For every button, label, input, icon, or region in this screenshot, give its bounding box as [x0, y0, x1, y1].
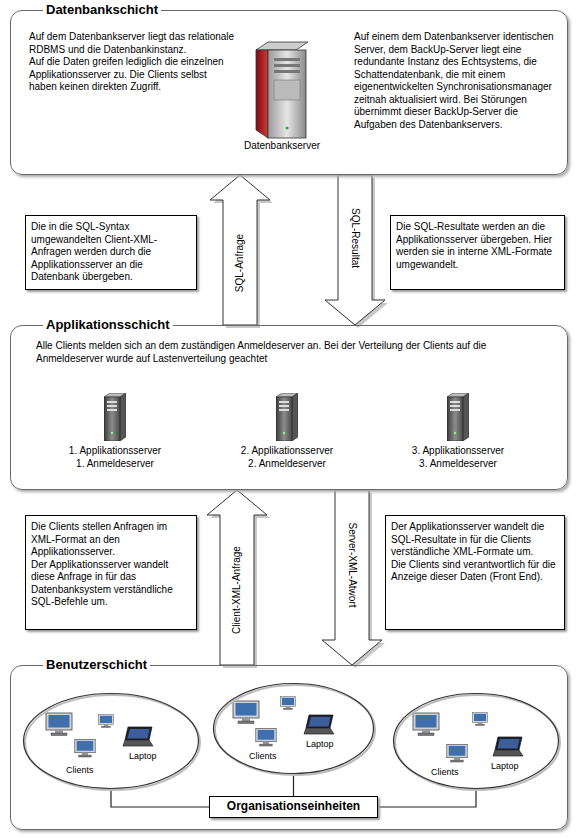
block-arrow [210, 175, 273, 328]
organisation-ellipse: Clients Laptop [21, 691, 201, 791]
device-label: Clients [431, 767, 459, 778]
device-label: Clients [249, 751, 277, 762]
ellipse-shape [394, 694, 559, 789]
text-column: Die Clients stellen Anfragen im XML-Form… [31, 521, 191, 609]
desktop-icon [46, 713, 72, 736]
arrow-body [322, 490, 382, 665]
body-text: Die SQL-Resultate werden an die Applikat… [396, 221, 559, 271]
text-column: Auf dem Datenbankserver liegt das relati… [29, 31, 237, 94]
server-name: 3. Applikationsserver [412, 445, 504, 457]
circle-shape [286, 127, 289, 130]
body-text: Der Applikationsserver wandelt die SQL-R… [391, 521, 559, 559]
device-label: Laptop [306, 739, 334, 750]
server-caption: Datenbankserver [244, 140, 320, 152]
body-text: Die in die SQL-Syntax umgewandelten Clie… [31, 221, 191, 284]
layer-heading: Applikationsschicht [43, 317, 173, 332]
layer-panel: BenutzerschichtClientsLaptopClientsLapto… [10, 665, 568, 830]
desktop-icon [413, 713, 439, 736]
body-text: Auf die Daten greifen lediglich die einz… [29, 56, 237, 94]
text-column: Laptop [306, 739, 334, 750]
organisation-ellipse: Clients Laptop [211, 681, 376, 776]
server-name: 1. Applikationsserver [69, 445, 161, 457]
layer-heading: Datenbankschicht [43, 2, 161, 17]
server-name: 3. Anmeldeserver [419, 458, 497, 470]
text-column: Alle Clients melden sich an dem zuständi… [36, 340, 551, 365]
text-column: Clients [431, 767, 459, 778]
connector-line [378, 791, 476, 807]
layer-heading: Benutzerschicht [43, 657, 150, 672]
arrow-label: Server-XML-Atwort [346, 520, 358, 609]
laptop-icon [493, 737, 523, 756]
body-text: Auf dem Datenbankserver liegt das relati… [29, 31, 237, 56]
ellipse-shape [24, 694, 199, 789]
text-column: Laptop [129, 751, 157, 762]
arrow-body [325, 175, 385, 325]
text-column: Der Applikationsserver wandelt die SQL-R… [391, 521, 559, 584]
note-box: Die Clients stellen Anfragen im XML-Form… [25, 515, 197, 630]
body-text: Die Clients stellen Anfragen im XML-Form… [31, 521, 191, 559]
text-column: Die SQL-Resultate werden an die Applikat… [396, 221, 559, 271]
connector-line [111, 791, 209, 807]
text-column: Laptop [491, 761, 519, 772]
desktop-icon [256, 728, 276, 746]
arrow-body [207, 490, 267, 665]
arrow-label: Client-XML-Anfrage [231, 544, 243, 636]
arrow-label: SQL-Resultat [349, 205, 361, 269]
body-text: Alle Clients melden sich an dem zuständi… [36, 340, 551, 365]
rect-shape [274, 58, 300, 61]
polygon-shape [256, 50, 268, 138]
desktop-icon [233, 701, 259, 724]
ellipse-shape [214, 684, 374, 774]
application-server-icons [104, 393, 469, 441]
rect-shape [268, 50, 306, 138]
device-label: Laptop [129, 751, 157, 762]
note-box: Die in die SQL-Syntax umgewandelten Clie… [25, 215, 197, 290]
body-text: Der Applikationsserver wandelt diese Anf… [31, 559, 191, 609]
note-box: Die SQL-Resultate werden an die Applikat… [390, 215, 565, 290]
server-icon [447, 393, 469, 441]
server-name: 1. Anmeldeserver [76, 458, 154, 470]
device-label: Clients [66, 765, 94, 776]
ellipse-outline [211, 681, 376, 776]
arrow-body [210, 175, 270, 325]
rect-shape [274, 64, 300, 67]
server-name: 2. Applikationsserver [241, 445, 333, 457]
text-column: Auf einem dem Datenbankserver identische… [354, 31, 559, 131]
desktop-icon [99, 715, 114, 728]
body-text: Die Clients sind verantwortlich für die … [391, 559, 559, 584]
ellipse-outline [391, 691, 561, 791]
text-column: Clients [249, 751, 277, 762]
server-name: 2. Anmeldeserver [248, 458, 326, 470]
laptop-icon [123, 727, 153, 746]
caption-text: Organisationseinheiten [210, 797, 377, 814]
block-arrow [322, 490, 385, 668]
server-icon [276, 393, 298, 441]
database-server-icon [256, 42, 308, 138]
ellipse-outline [21, 691, 201, 791]
device-label: Laptop [491, 761, 519, 772]
desktop-icon [447, 744, 467, 762]
rect-shape [274, 80, 300, 100]
body-text: Auf einem dem Datenbankserver identische… [354, 31, 559, 131]
desktop-icon [473, 713, 488, 726]
text-column: Clients [66, 765, 94, 776]
server-icon [104, 393, 126, 441]
caption-box: Organisationseinheiten [209, 796, 378, 818]
laptop-icon [304, 715, 334, 734]
connector-line [293, 776, 294, 796]
block-arrow [325, 175, 388, 328]
client-icons [46, 697, 523, 762]
desktop-icon [75, 739, 95, 757]
desktop-icon [281, 697, 296, 710]
note-box: Der Applikationsserver wandelt die SQL-R… [385, 515, 565, 630]
text-column: Die in die SQL-Syntax umgewandelten Clie… [31, 221, 191, 284]
polygon-shape [256, 42, 308, 50]
rect-shape [274, 70, 300, 73]
arrow-label: SQL-Anfrage [234, 231, 246, 293]
organisation-ellipse: Clients Laptop [391, 691, 561, 791]
block-arrow [207, 490, 270, 668]
